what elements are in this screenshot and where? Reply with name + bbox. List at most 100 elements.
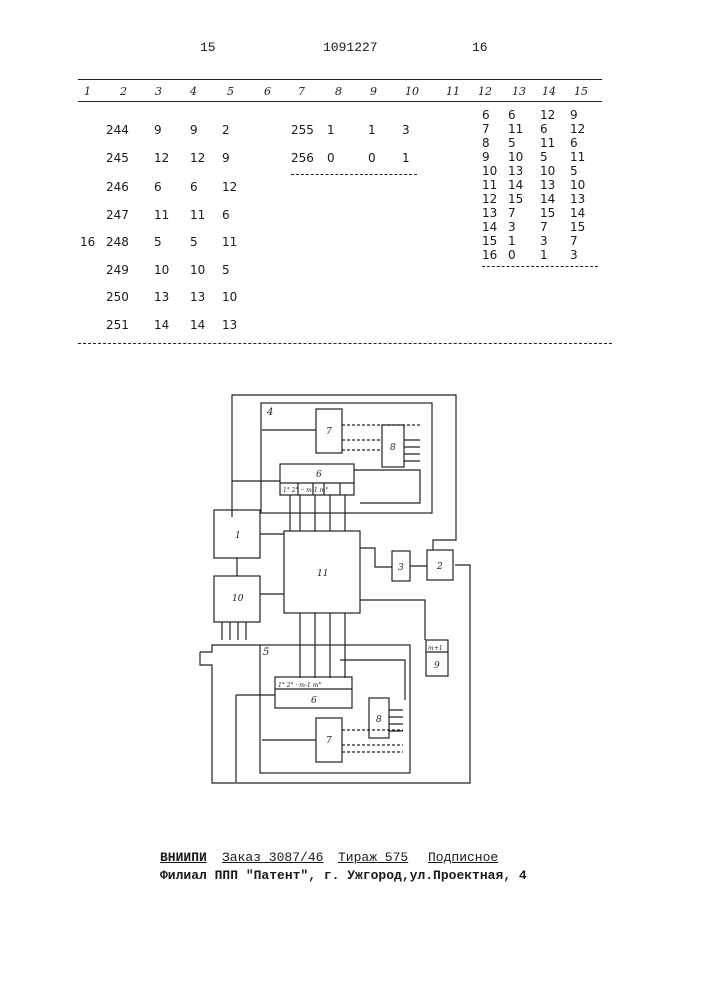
table-cell: 14 (508, 178, 523, 192)
table-cell: 248 (106, 235, 129, 249)
table-cell: 13 (482, 206, 497, 220)
table-cell: 0 (508, 248, 516, 262)
column-header: 14 (542, 85, 556, 98)
table-cell: 3 (540, 234, 548, 248)
table-cell: 5 (508, 136, 516, 150)
svg-text:1° 2° ·· m-1 m°: 1° 2° ·· m-1 m° (283, 487, 328, 494)
table-cell: 6 (540, 122, 548, 136)
table-cell: 12 (570, 122, 585, 136)
table-cell: 9 (190, 123, 198, 137)
table-cell: 3 (402, 123, 410, 137)
table-cell: 13 (570, 192, 585, 206)
table-cell: 12 (540, 108, 555, 122)
table-cell: 1 (540, 248, 548, 262)
svg-text:7: 7 (326, 427, 332, 437)
column-header: 5 (227, 85, 234, 98)
column-header: 3 (155, 85, 162, 98)
table-cell: 1 (368, 123, 376, 137)
table-cell: 7 (570, 234, 578, 248)
column-header: 1 (84, 85, 91, 98)
table-cell: 6 (570, 136, 578, 150)
table-cell: 255 (291, 123, 314, 137)
footer-org: ВНИИПИ (160, 850, 207, 865)
block-5-frame (260, 645, 410, 773)
column-header: 13 (512, 85, 526, 98)
table-cell: 10 (154, 263, 169, 277)
table-cell: 5 (570, 164, 578, 178)
table-cell: 11 (222, 235, 237, 249)
outer-loop-top (232, 395, 456, 550)
table-cell: 12 (222, 180, 237, 194)
patent-number: 1091227 (323, 40, 378, 55)
table-cell: 7 (482, 122, 490, 136)
column-header: 9 (370, 85, 377, 98)
table-cell: 15 (482, 234, 497, 248)
table-top-rule (78, 79, 602, 80)
table-cell: 249 (106, 263, 129, 277)
mid-rows-dashed-rule (291, 174, 417, 175)
table-cell: 5 (540, 150, 548, 164)
footer-circulation: Тираж 575 (338, 850, 408, 865)
svg-text:11: 11 (317, 569, 328, 579)
table-cell: 14 (540, 192, 555, 206)
table-cell: 10 (540, 164, 555, 178)
right-rows-dashed-rule (482, 266, 598, 267)
table-cell: 15 (570, 220, 585, 234)
table-cell: 7 (508, 206, 516, 220)
table-cell: 10 (222, 290, 237, 304)
table-cell: 1 (508, 234, 516, 248)
table-cell: 14 (570, 206, 585, 220)
table-cell: 9 (154, 123, 162, 137)
svg-text:2: 2 (436, 562, 443, 572)
svg-text:m+1: m+1 (428, 645, 443, 652)
table-cell: 10 (190, 263, 205, 277)
svg-text:6: 6 (316, 470, 322, 480)
column-header: 7 (298, 85, 305, 98)
svg-text:3: 3 (398, 563, 404, 573)
table-cell: 250 (106, 290, 129, 304)
footer-order: Заказ 3087/46 (222, 850, 323, 865)
table-cell: 6 (482, 108, 490, 122)
table-header-rule (78, 101, 602, 102)
table-cell: 8 (482, 136, 490, 150)
table-cell: 11 (482, 178, 497, 192)
svg-text:6: 6 (311, 696, 317, 706)
table-cell: 13 (508, 164, 523, 178)
table-cell: 14 (154, 318, 169, 332)
column-header: 8 (335, 85, 342, 98)
block-4-frame (261, 403, 432, 513)
column-header: 10 (405, 85, 419, 98)
svg-text:1° 2° · m-1 m°: 1° 2° · m-1 m° (278, 682, 321, 689)
table-cell: 13 (540, 178, 555, 192)
table-cell: 13 (222, 318, 237, 332)
table-cell: 12 (190, 151, 205, 165)
table-cell: 2 (222, 123, 230, 137)
table-cell: 0 (368, 151, 376, 165)
table-cell: 251 (106, 318, 129, 332)
table-cell: 6 (222, 208, 230, 222)
row-label-col1: 16 (80, 235, 95, 249)
table-cell: 13 (190, 290, 205, 304)
left-page-number: 15 (200, 40, 216, 55)
svg-text:10: 10 (232, 594, 244, 604)
table-cell: 9 (222, 151, 230, 165)
svg-text:9: 9 (434, 661, 440, 671)
column-header: 15 (574, 85, 588, 98)
table-cell: 6 (508, 108, 516, 122)
footer-branch: Филиал ППП "Патент", г. Ужгород,ул.Проек… (160, 868, 527, 883)
svg-text:8: 8 (390, 443, 396, 453)
table-cell: 247 (106, 208, 129, 222)
table-cell: 14 (190, 318, 205, 332)
table-cell: 1 (327, 123, 335, 137)
column-header: 6 (264, 85, 271, 98)
svg-text:8: 8 (376, 715, 382, 725)
table-cell: 7 (540, 220, 548, 234)
table-cell: 246 (106, 180, 129, 194)
footer-subscription: Подписное (428, 850, 498, 865)
table-cell: 11 (154, 208, 169, 222)
table-cell: 12 (154, 151, 169, 165)
table-cell: 11 (190, 208, 205, 222)
table-cell: 12 (482, 192, 497, 206)
block-5-label: 5 (263, 647, 269, 658)
table-cell: 15 (508, 192, 523, 206)
